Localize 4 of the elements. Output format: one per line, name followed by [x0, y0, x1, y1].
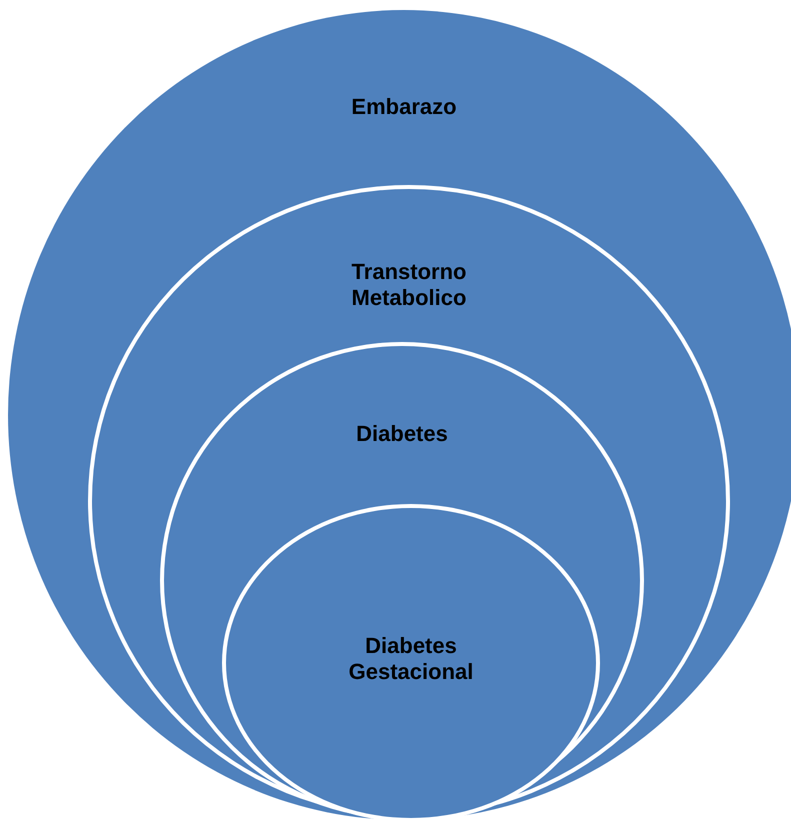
- circle-label: Diabetes: [355, 421, 449, 447]
- circle-label: Diabetes Gestacional: [348, 633, 474, 685]
- circle-label: Transtorno Metabolico: [350, 259, 468, 311]
- circle-label: Embarazo: [350, 94, 458, 120]
